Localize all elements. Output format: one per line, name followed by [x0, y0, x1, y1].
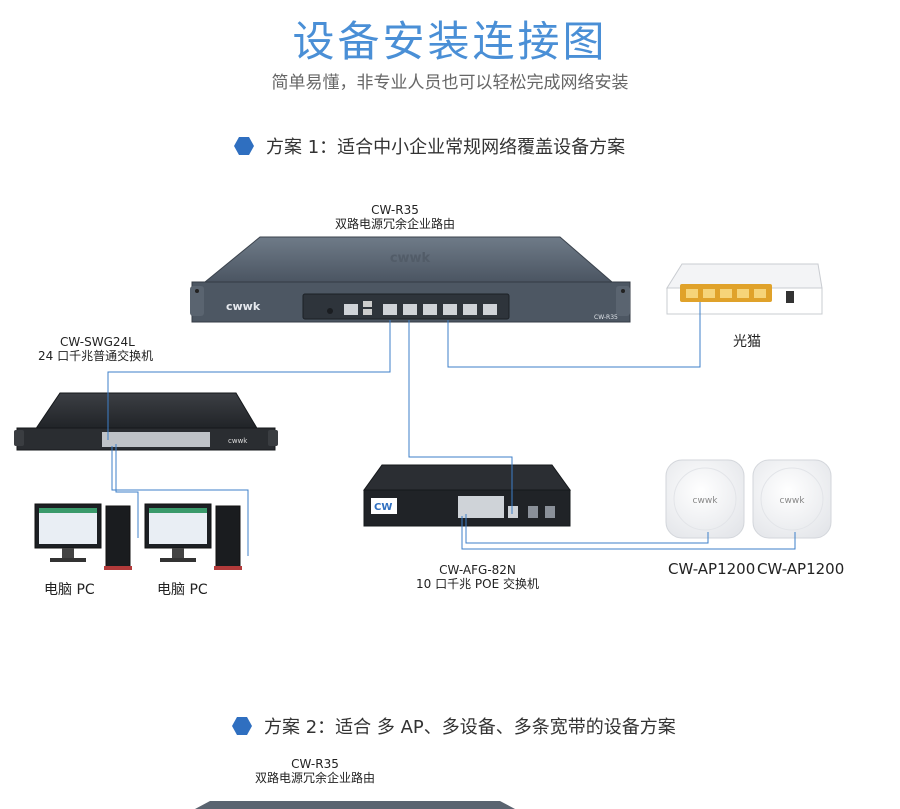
svg-text:cwwk: cwwk	[780, 496, 806, 506]
page-title: 设备安装连接图	[292, 17, 608, 66]
router-desc: 双路电源冗余企业路由	[334, 217, 455, 231]
cable-switch-pc2	[111, 446, 249, 556]
plan2-router-label: CW-R35 双路电源冗余企业路由	[240, 757, 390, 785]
switch24-model: CW-SWG24L	[60, 335, 135, 349]
cable-switch-pc1	[115, 444, 139, 538]
pc-label-2: 电脑 PC	[157, 582, 208, 598]
svg-text:CW-R35: CW-R35	[594, 314, 618, 321]
router-label: CW-R35 双路电源冗余企业路由	[320, 203, 470, 231]
plan2-router-device	[195, 801, 515, 809]
hexagon-bullet-icon	[234, 137, 254, 155]
plan1-heading: 方案 1：适合中小企业常规网络覆盖设备方案	[234, 133, 625, 159]
cable-poe-ap1	[465, 514, 709, 544]
plan2-heading: 方案 2：适合 多 AP、多设备、多条宽带的设备方案	[232, 713, 676, 739]
cable-poe-ap2	[461, 516, 796, 550]
cable-router-poe	[408, 320, 513, 514]
svg-text:cwwk: cwwk	[228, 437, 248, 445]
router-device: cwwk cwwk CW-R35	[190, 236, 631, 323]
svg-text:cwwk: cwwk	[693, 496, 719, 506]
plan2-heading-text: 方案 2：适合 多 AP、多设备、多条宽带的设备方案	[264, 717, 676, 738]
ap-label-2: CW-AP1200	[757, 560, 845, 578]
cable-router-modem	[447, 302, 701, 368]
svg-text:CW: CW	[374, 502, 392, 513]
pc-label-1: 电脑 PC	[44, 582, 95, 598]
svg-text:cwwk: cwwk	[226, 300, 261, 313]
poe-desc: 10 口千兆 POE 交换机	[416, 577, 539, 591]
poe-switch-device: CW	[363, 464, 571, 527]
access-point-1: cwwk	[665, 459, 745, 539]
cable-router-switch	[107, 320, 391, 440]
router-model: CW-R35	[371, 203, 419, 217]
plan2-router-model: CW-R35	[291, 757, 339, 771]
switch24-device: cwwk	[14, 392, 278, 451]
switch24-desc: 24 口千兆普通交换机	[38, 349, 154, 363]
modem-device	[666, 263, 823, 315]
switch24-label: CW-SWG24L 24 口千兆普通交换机	[38, 335, 153, 363]
svg-text:cwwk: cwwk	[390, 251, 431, 266]
poe-model: CW-AFG-82N	[439, 563, 516, 577]
pc-1	[34, 503, 132, 570]
page-subtitle: 简单易懂，非专业人员也可以轻松完成网络安装	[271, 73, 629, 93]
poe-label: CW-AFG-82N 10 口千兆 POE 交换机	[405, 563, 550, 591]
modem-label: 光猫	[733, 334, 761, 350]
plan1-heading-text: 方案 1：适合中小企业常规网络覆盖设备方案	[266, 137, 626, 158]
hexagon-bullet-icon	[232, 717, 252, 735]
plan2-router-desc: 双路电源冗余企业路由	[254, 771, 375, 785]
pc-2	[144, 503, 242, 570]
network-cables	[107, 302, 796, 556]
access-point-2: cwwk	[752, 459, 832, 539]
ap-label-1: CW-AP1200	[668, 560, 756, 578]
